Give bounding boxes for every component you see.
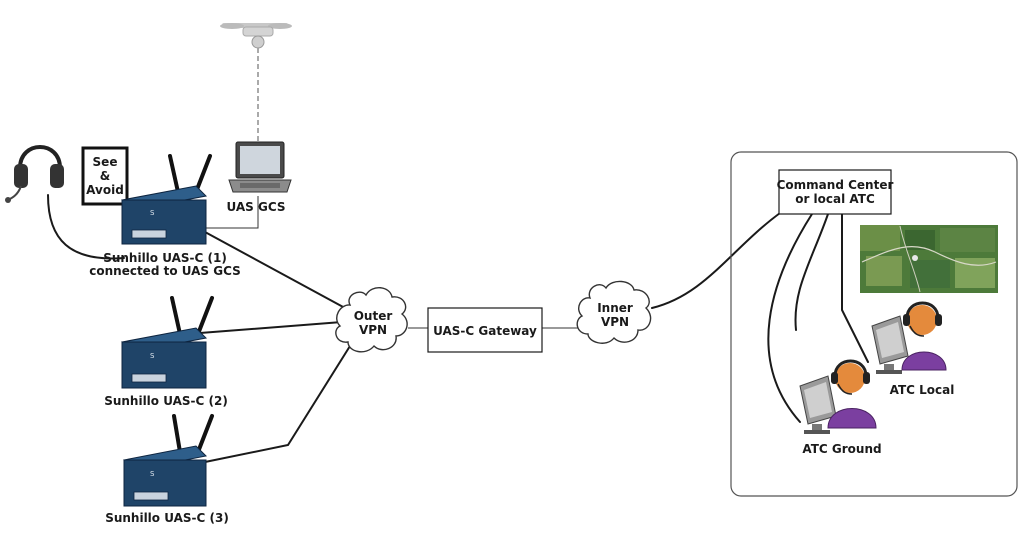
uas-gcs-label: UAS GCS: [226, 200, 285, 214]
command-center-label-1: Command Center: [777, 178, 894, 192]
router2-to-outer-vpn: [199, 321, 343, 334]
see-avoid-label-3: Avoid: [86, 183, 124, 197]
router-icon: S: [122, 414, 214, 507]
inner-vpn-to-command: [651, 212, 781, 309]
outer-vpn-label-2: VPN: [359, 323, 387, 337]
monitor-icon: [871, 315, 909, 374]
command-center-box: [778, 169, 892, 215]
gateway-label: UAS-C Gateway: [433, 324, 537, 338]
inner-vpn-label-1: Inner: [597, 301, 633, 315]
router3-label: Sunhillo UAS-C (3): [105, 511, 229, 525]
atc-local-label: ATC Local: [890, 383, 955, 397]
drone-icon: [220, 23, 292, 49]
router1-label-line1: Sunhillo UAS-C (1): [103, 251, 227, 265]
cloud-icon: [335, 287, 408, 353]
see-avoid-label-2: &: [100, 169, 110, 183]
gateway-box: [427, 307, 543, 353]
headset-cable: [47, 194, 125, 260]
monitor-icon: [799, 375, 837, 434]
atc-region-frame: [730, 151, 1018, 497]
router2-label: Sunhillo UAS-C (2): [104, 394, 228, 408]
atc-ground-label: ATC Ground: [802, 442, 881, 456]
router-icon: S: [120, 296, 214, 389]
satellite-map: [860, 225, 998, 293]
cloud-icon: [576, 280, 652, 344]
svg-text:S: S: [150, 470, 155, 478]
operator-icon: [827, 359, 877, 429]
command-to-atc-local: [841, 213, 869, 363]
svg-text:S: S: [150, 209, 155, 217]
router-icon: S: [120, 154, 212, 245]
connections: [47, 48, 869, 463]
see-avoid-label-1: See: [93, 155, 118, 169]
outer-vpn-label-1: Outer: [354, 309, 393, 323]
router1-to-outer-vpn: [204, 231, 346, 309]
command-to-atc-ground-a: [794, 213, 829, 331]
see-avoid-box: See & Avoid: [81, 146, 129, 206]
command-to-atc-ground-b: [767, 213, 813, 423]
router1-label-line2: connected to UAS GCS: [89, 264, 241, 278]
command-center-label-2: or local ATC: [795, 192, 875, 206]
gcs-link: [205, 196, 259, 229]
svg-text:S: S: [150, 352, 155, 360]
headset-icon: [5, 145, 64, 203]
router3-to-outer-vpn: [204, 345, 351, 463]
operator-icon: [901, 301, 947, 371]
laptop-icon: [228, 141, 292, 193]
inner-vpn-label-2: VPN: [601, 315, 629, 329]
